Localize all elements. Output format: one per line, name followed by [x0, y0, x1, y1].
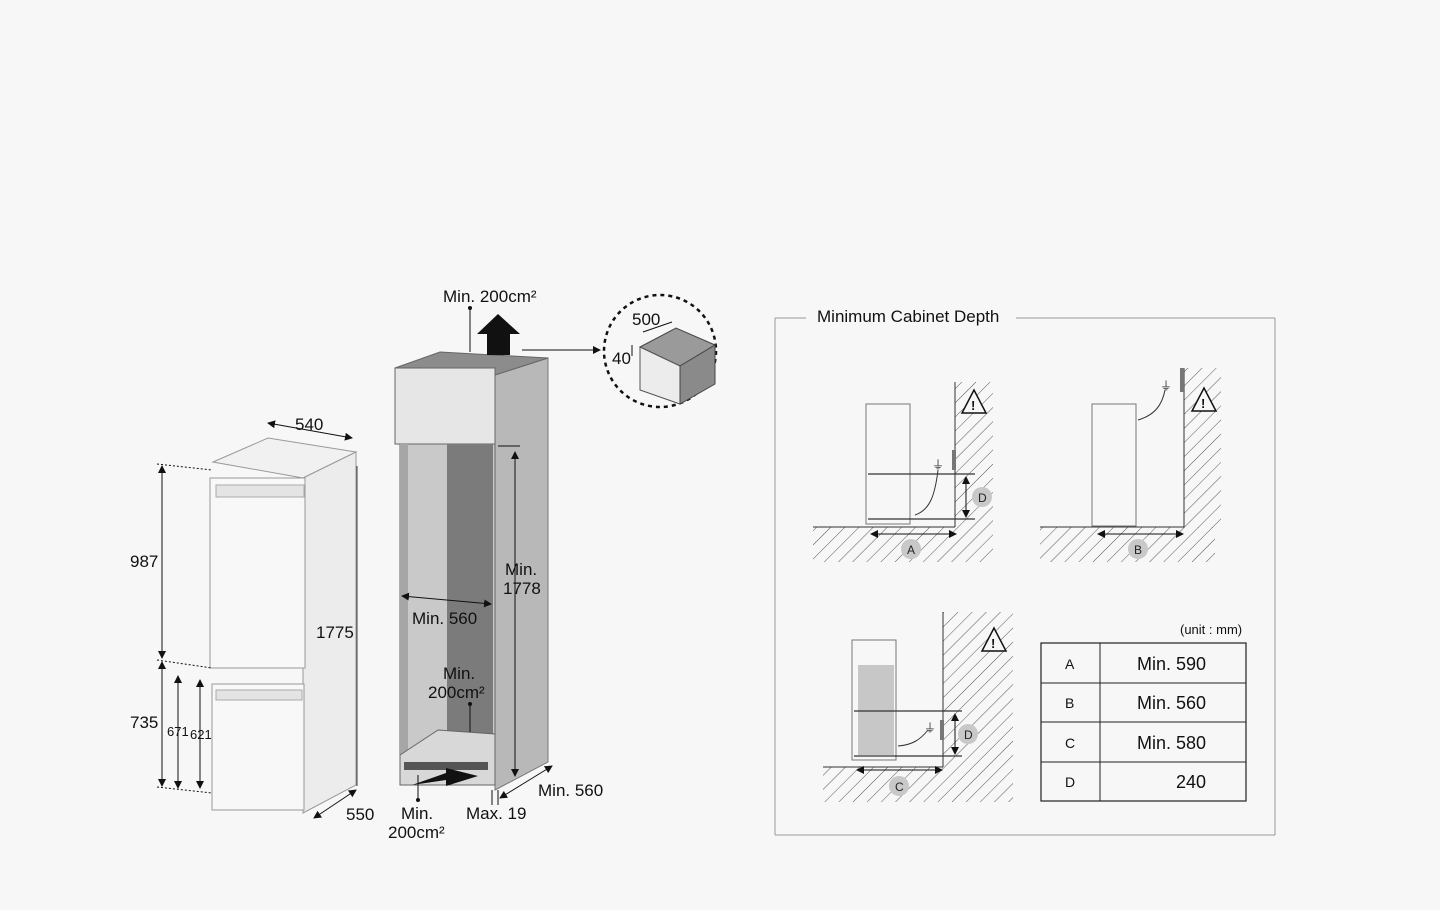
badge-d-1	[972, 487, 992, 507]
vent-detail-circle	[602, 293, 718, 409]
panel-title: Minimum Cabinet Depth	[817, 307, 999, 326]
inner-height-label-line2: 1778	[503, 579, 541, 598]
svg-text:⏚: ⏚	[1160, 379, 1172, 393]
rear-vent-label-line1: Min.	[443, 664, 475, 683]
inner-width-label: Min. 560	[412, 609, 477, 628]
warning-symbol-b: !	[1201, 396, 1205, 411]
fridge-drawing	[156, 420, 358, 819]
inner-height-label-line1: Min.	[505, 560, 537, 579]
unit-note: (unit : mm)	[1180, 622, 1242, 637]
badge-a-label: A	[907, 543, 915, 557]
diagram-b: ⏚	[1040, 368, 1221, 562]
svg-text:⏚: ⏚	[932, 458, 944, 472]
warning-symbol-a: !	[971, 398, 975, 413]
fridge-upper-height-label: 987	[130, 552, 158, 571]
cabinet-depth-label: Min. 560	[538, 781, 603, 800]
table-row-c-value: Min. 580	[1137, 733, 1206, 753]
table-row-d-key: D	[1065, 774, 1075, 790]
plinth-label: Max. 19	[466, 804, 526, 823]
badge-d-2	[958, 724, 978, 744]
fridge-depth-label: 550	[346, 805, 374, 824]
table-row-a-value: Min. 590	[1137, 654, 1206, 674]
badge-c	[889, 776, 909, 796]
badge-d-1-label: D	[978, 491, 987, 505]
table-row-a-key: A	[1065, 656, 1075, 672]
badge-d-2-label: D	[964, 728, 973, 742]
top-vent-label: Min. 200cm²	[443, 287, 537, 306]
depth-table	[1040, 642, 1247, 802]
fridge-total-height-label: 1775	[316, 623, 354, 642]
fridge-door-height-1-label: 671	[167, 724, 189, 739]
warning-symbol-c: !	[991, 636, 995, 651]
diagram-a: ⏚	[813, 382, 993, 562]
table-row-b-key: B	[1065, 695, 1074, 711]
rear-vent-label-line2: 200cm²	[428, 683, 485, 702]
cabinet-depth-panel	[774, 317, 1276, 836]
vent-detail-width-label: 500	[632, 310, 660, 329]
table-row-c-key: C	[1065, 735, 1075, 751]
bottom-vent-label-line2: 200cm²	[388, 823, 445, 842]
fridge-door-height-2-label: 621	[190, 727, 212, 742]
badge-b	[1128, 539, 1148, 559]
badge-b-label: B	[1134, 543, 1142, 557]
badge-a	[901, 539, 921, 559]
table-row-d-value: 240	[1176, 772, 1206, 792]
svg-text:⏚: ⏚	[924, 721, 936, 735]
fridge-lower-height-label: 735	[130, 713, 158, 732]
fridge-width-label: 540	[295, 415, 323, 434]
cabinet-drawing	[394, 306, 601, 805]
diagram-c: ⏚	[823, 612, 1013, 802]
vent-detail-gap-label: 40	[612, 349, 631, 368]
badge-c-label: C	[895, 780, 904, 794]
bottom-vent-label-line1: Min.	[401, 804, 433, 823]
table-row-b-value: Min. 560	[1137, 693, 1206, 713]
